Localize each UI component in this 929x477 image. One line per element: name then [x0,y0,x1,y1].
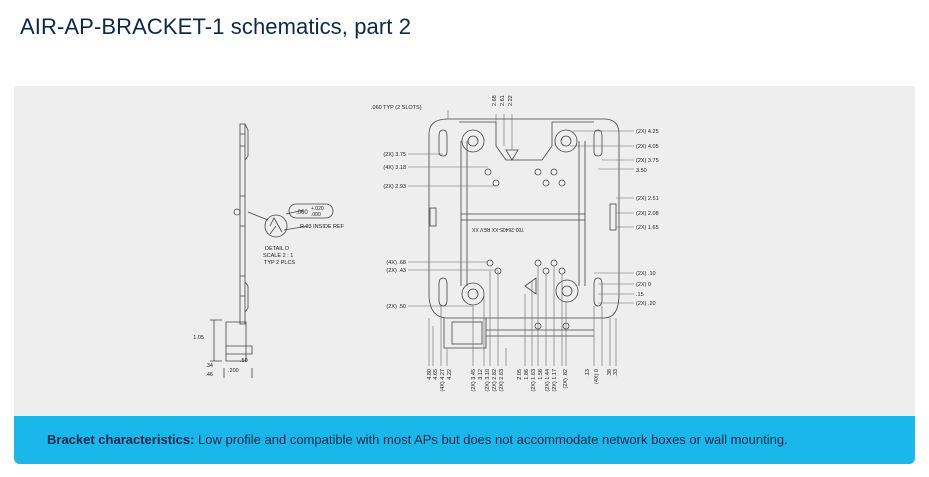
svg-text:(2X) 0: (2X) 0 [636,282,651,288]
svg-text:3.12: 3.12 [478,369,484,380]
svg-text:2.05: 2.05 [517,369,523,380]
svg-text:4.80: 4.80 [427,369,433,380]
svg-text:(2X) 2.51: (2X) 2.51 [636,196,659,202]
svg-text:(2X) .82: (2X) .82 [563,369,569,389]
svg-text:(4X) 3.18: (4X) 3.18 [383,165,406,171]
svg-text:1.86: 1.86 [524,369,530,380]
right-leaders [570,130,634,304]
svg-text:R.03 INSIDE REF: R.03 INSIDE REF [300,224,345,230]
caption-text: Bracket characteristics: Low profile and… [47,432,788,447]
svg-text:(2X) 2.63: (2X) 2.63 [499,369,505,392]
svg-text:(2X) 3.45: (2X) 3.45 [471,369,477,392]
svg-text:(2X) .20: (2X) .20 [636,301,656,307]
caption-label: Bracket characteristics: [47,432,195,447]
svg-text:3.50: 3.50 [636,168,647,174]
svg-text:(2X) 2.82: (2X) 2.82 [492,369,498,392]
svg-text:(2X) .43: (2X) .43 [386,268,406,274]
bracket-schematic-drawing: .060 TYP (2 SLOTS) 2.68 2.61 2.22 (2X) 3… [193,95,659,392]
svg-text:(2X) 1.65: (2X) 1.65 [636,225,659,231]
svg-text:(2X) 3.75: (2X) 3.75 [636,158,659,164]
svg-text:1.58: 1.58 [538,369,544,380]
bottom-leaders [428,266,617,366]
left-dimension-labels: (2X) 3.75 (4X) 3.18 (2X) 2.93 (4X) .68 (… [383,152,406,310]
svg-text:(2X) 2.08: (2X) 2.08 [636,211,659,217]
svg-text:(2X) 1.63: (2X) 1.63 [531,369,537,392]
svg-text:(2X) .50: (2X) .50 [386,304,406,310]
svg-text:2.61: 2.61 [500,95,506,106]
svg-text:(4X) .68: (4X) .68 [386,260,406,266]
svg-text:.46: .46 [205,372,213,378]
bottom-dimension-labels: 4.80 4.65 (4X) 4.27 4.22 (2X) 3.45 3.12 … [427,369,619,392]
svg-text:.34: .34 [205,363,213,369]
svg-text:.000: .000 [311,212,321,218]
schematic-panel: .060 TYP (2 SLOTS) 2.68 2.61 2.22 (2X) 3… [14,86,915,464]
right-dimension-labels: (2X) 4.25 (2X) 4.05 (2X) 3.75 3.50 (2X) … [636,129,659,307]
svg-text:4.65: 4.65 [433,369,439,380]
svg-text:(2X) 1.17: (2X) 1.17 [552,369,558,392]
svg-text:TYP 2 PLCS: TYP 2 PLCS [264,260,295,266]
svg-text:2.68: 2.68 [492,95,498,106]
svg-text:2.22: 2.22 [508,95,514,106]
side-view-labels: 1.05 .34 .46 .50 .200 [193,335,247,378]
svg-text:.13: .13 [585,369,591,377]
svg-text:(2X) 3.75: (2X) 3.75 [383,152,406,158]
svg-text:(4X) 0: (4X) 0 [594,369,600,384]
svg-text:(2X) 3.10: (2X) 3.10 [485,369,491,392]
svg-text:.200: .200 [228,368,239,374]
detail-d [247,203,334,238]
svg-text:DETAIL D: DETAIL D [265,246,289,252]
slot-note: .060 TYP (2 SLOTS) [371,105,422,111]
svg-text:(4X) 4.27: (4X) 4.27 [440,369,446,392]
svg-text:1.05: 1.05 [193,335,204,341]
svg-text:4.22: 4.22 [447,369,453,380]
svg-text:(2X) 1.44: (2X) 1.44 [545,369,551,392]
caption-body: Low profile and compatible with most APs… [194,432,788,447]
part-number: 700-26405-XX REV XX [471,226,524,232]
svg-text:+.020: +.020 [311,206,324,212]
left-leaders [408,153,498,307]
svg-text:.50: .50 [240,358,248,364]
svg-text:.15: .15 [636,292,644,298]
page-title: AIR-AP-BRACKET-1 schematics, part 2 [20,14,412,39]
svg-text:.38: .38 [607,369,613,377]
caption-banner: Bracket characteristics: Low profile and… [14,416,915,464]
detail-labels: .060 +.020 .000 R.03 INSIDE REF DETAIL D… [263,206,345,266]
top-view [428,118,620,349]
top-dimension-labels: 2.68 2.61 2.22 [492,95,514,106]
svg-text:(2X) 4.05: (2X) 4.05 [636,144,659,150]
side-view [210,123,253,378]
svg-text:SCALE 2 : 1: SCALE 2 : 1 [263,253,293,259]
svg-text:.33: .33 [613,369,619,377]
svg-text:(2X) .10: (2X) .10 [636,271,656,277]
svg-text:(2X) 4.25: (2X) 4.25 [636,129,659,135]
svg-text:.060: .060 [296,210,308,216]
svg-text:(2X) 2.93: (2X) 2.93 [383,184,406,190]
top-leaders [447,110,513,150]
